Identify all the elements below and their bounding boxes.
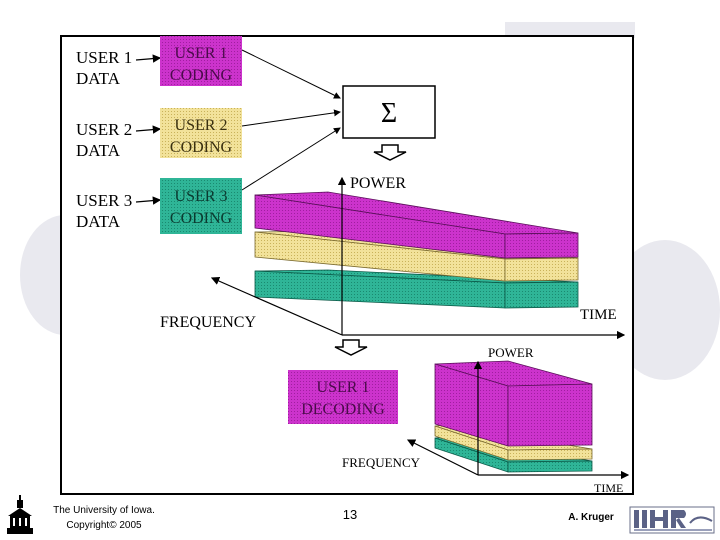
user1-coding-label-line1: USER 1 xyxy=(175,45,228,62)
bottom-user1-block-side xyxy=(507,383,593,447)
sum-output-arrow xyxy=(373,144,407,161)
user3-data-label-line1: USER 3 xyxy=(76,191,132,210)
footer-copyright: Copyright© 2005 xyxy=(66,520,142,531)
footer-author: A. Kruger xyxy=(568,512,614,523)
top-frequency-axis xyxy=(210,277,343,336)
sum-symbol: Σ xyxy=(381,98,397,129)
background-bar-top xyxy=(505,22,635,38)
sum-box xyxy=(342,85,436,139)
top-user1-slab-side xyxy=(504,232,579,259)
user1-to-sum-arrow xyxy=(241,49,341,99)
bottom-power-label: POWER xyxy=(488,345,534,360)
user2-data-label-line1: USER 2 xyxy=(76,120,132,139)
top-user3-slab-side xyxy=(504,281,579,309)
user3-data-arrow xyxy=(135,196,162,205)
user3-coding-label-line2: CODING xyxy=(170,210,233,227)
top-power-label: POWER xyxy=(350,175,406,192)
user1-data-label-line1: USER 1 xyxy=(76,48,132,67)
bottom-user2-slab-side xyxy=(507,448,593,461)
user2-to-sum-arrow xyxy=(241,109,341,127)
decoding-label-line2: DECODING xyxy=(301,401,385,418)
user2-data-label-line2: DATA xyxy=(76,141,121,160)
user2-coding-label-line2: CODING xyxy=(170,139,233,156)
top-user2-slab-side xyxy=(504,257,579,282)
bottom-frequency-axis xyxy=(406,439,479,476)
top-time-label: TIME xyxy=(580,307,617,323)
user3-coding-label-line1: USER 3 xyxy=(175,188,228,205)
user2-data-arrow xyxy=(135,125,162,134)
user1-data-label-line2: DATA xyxy=(76,69,121,88)
decode-input-arrow xyxy=(334,339,368,356)
bottom-frequency-label: FREQUENCY xyxy=(342,455,421,470)
user1-coding-box xyxy=(160,36,242,86)
old-capitol-logo-icon xyxy=(7,495,33,534)
user1-data-arrow xyxy=(135,54,162,63)
top-frequency-label: FREQUENCY xyxy=(160,314,256,331)
iihr-logo-icon xyxy=(629,506,715,534)
user2-coding-label-line1: USER 2 xyxy=(175,117,228,134)
user3-to-sum-arrow xyxy=(241,127,341,191)
bottom-time-label: TIME xyxy=(594,481,623,495)
bottom-user3-slab-side xyxy=(507,460,593,473)
user1-coding-label-line2: CODING xyxy=(170,67,233,84)
page-number: 13 xyxy=(342,507,358,522)
footer-university: The University of Iowa. Copyright© 2005 xyxy=(38,503,170,533)
footer-university-name: The University of Iowa. xyxy=(53,505,155,516)
user3-coding-box xyxy=(160,178,242,234)
user2-coding-box xyxy=(160,108,242,158)
bottom-spectrum-plot xyxy=(434,360,593,473)
user1-decoding-box xyxy=(288,370,398,424)
user3-data-label-line2: DATA xyxy=(76,212,121,231)
top-spectrum-plot xyxy=(254,191,579,309)
decoding-label-line1: USER 1 xyxy=(317,379,370,396)
